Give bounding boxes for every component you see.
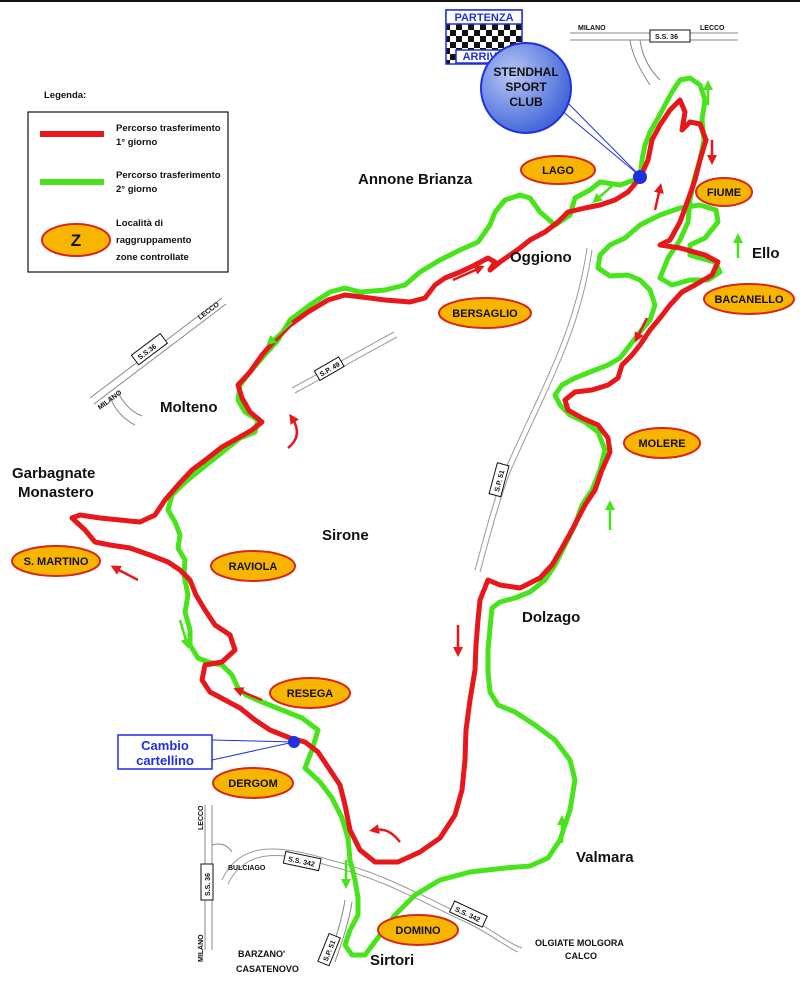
road-label-olgiate: OLGIATE MOLGORA [535,938,624,948]
cambio-box [117,734,213,770]
zone-molere-label: MOLERE [638,438,685,450]
legend-title: Legenda: [44,90,86,101]
zone-lago: LAGO [520,155,596,185]
direction-arrows [110,80,743,889]
road-ss342 [221,848,523,953]
legend-red-line-1: Percorso trasferimento [116,123,221,134]
zone-fiume: FIUME [695,177,753,207]
road-sp51 [474,247,593,573]
legend-zone-swatch [41,223,111,257]
legend-red-line-2: 1° giorno [116,137,157,148]
cambio-cartellino-marker: Cambio cartellino [117,734,300,770]
zone-bacanello: BACANELLO [703,283,795,315]
zone-smartino: S. MARTINO [11,545,101,577]
zone-dergom: DERGOM [212,767,294,799]
zone-bersaglio: BERSAGLIO [438,297,532,329]
place-molteno: Molteno [160,399,218,416]
legend-zone-line-2: raggruppamento [116,235,192,246]
legend-zone-line-1: Località di [116,218,163,229]
legend-green-line-1: Percorso trasferimento [116,170,221,181]
zone-raviola: RAVIOLA [210,550,296,582]
road-label-ss36-bottom: S.S. 36 [205,873,212,896]
legend-zone-line-3: zone controllate [116,252,189,263]
cambio-point-dot [288,736,300,748]
start-finish-marker: PARTENZA ARRIVO STENDHAL SPORT CLUB [445,9,647,184]
partenza-label: PARTENZA [454,12,513,24]
zone-bacanello-label: BACANELLO [714,294,783,306]
road-label-barzano: BARZANO' [238,949,285,959]
road-label-lecco-left: LECCO [197,301,221,322]
road-label-casatenovo: CASATENOVO [236,964,299,974]
place-monastero: Monastero [18,484,94,501]
place-oggiono: Oggiono [510,249,572,266]
place-sirtori: Sirtori [370,952,414,969]
legend-green-line-2: 2° giorno [116,184,157,195]
zone-lago-label: LAGO [542,165,574,177]
zone-domino-label: DOMINO [395,925,441,937]
zone-molere: MOLERE [623,427,701,459]
place-annone-brianza: Annone Brianza [358,171,473,188]
place-dolzago: Dolzago [522,609,580,626]
road-label-milano-left: MILANO [97,389,124,412]
road-label-ss36-top: S.S. 36 [655,34,678,41]
route-day2-green [165,75,723,958]
start-point-dot [633,170,647,184]
zone-raviola-label: RAVIOLA [229,561,278,573]
club-line-3: CLUB [509,95,543,109]
zone-dergom-label: DERGOM [228,778,278,790]
place-sirone: Sirone [322,527,369,544]
road-labels: MILANO S.S. 36 LECCO S.S.36 MILANO LECCO… [97,25,725,974]
legend-zone-symbol: Z [71,231,81,250]
club-line-1: STENDHAL [493,65,558,79]
place-ello: Ello [752,245,780,262]
zone-fiume-label: FIUME [707,187,741,199]
zone-bersaglio-label: BERSAGLIO [452,308,518,320]
place-garbagnate: Garbagnate [12,465,95,482]
club-badge [480,42,572,134]
place-names: Annone Brianza Oggiono Ello Molteno Garb… [12,171,780,969]
road-label-lecco-bottom: LECCO [198,805,205,830]
road-label-milano-top: MILANO [578,25,606,32]
zone-resega: RESEGA [269,677,351,709]
road-label-calco: CALCO [565,951,597,961]
zone-resega-label: RESEGA [287,688,334,700]
cambio-line-1: Cambio [141,738,189,753]
zone-markers: LAGO FIUME BACANELLO BERSAGLIO MOLERE S.… [11,155,795,946]
club-line-2: SPORT [505,80,547,94]
cambio-line-2: cartellino [136,753,194,768]
legend: Legenda: Percorso trasferimento 1° giorn… [27,90,229,273]
zone-smartino-label: S. MARTINO [24,556,89,568]
road-label-lecco-top: LECCO [700,25,725,32]
road-label-bulciago: BULCIAGO [228,865,266,872]
road-sp49 [291,331,398,394]
road-label-milano-bottom: MILANO [198,934,205,962]
place-valmara: Valmara [576,849,634,866]
zone-domino: DOMINO [377,914,459,946]
